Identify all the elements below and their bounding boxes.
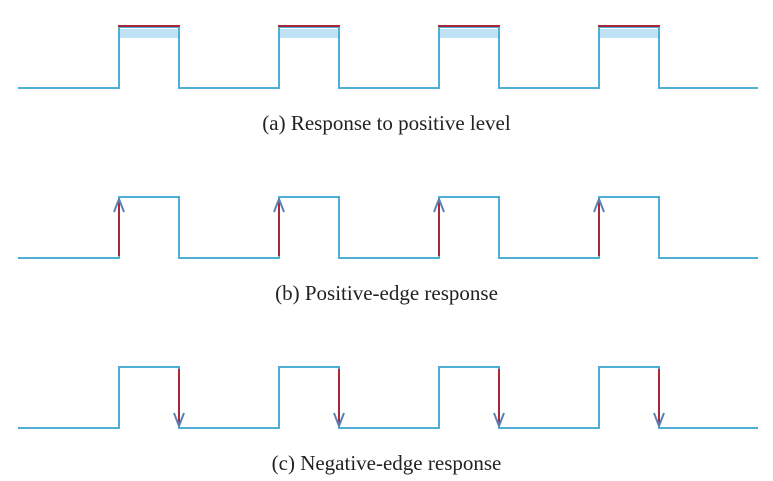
square-wave <box>18 196 758 259</box>
down-arrow-icon <box>653 412 665 427</box>
level-shade <box>280 29 338 38</box>
down-arrow-icon <box>173 412 185 427</box>
down-arrow-icon <box>493 412 505 427</box>
panel-a-level-response <box>18 25 758 89</box>
up-arrow-icon <box>593 198 605 213</box>
level-shade <box>120 29 178 38</box>
square-wave <box>18 366 758 429</box>
caption-positive-edge: (b) Positive-edge response <box>275 281 498 305</box>
up-arrow-icon <box>433 198 445 213</box>
panel-b-positive-edge-response <box>18 196 758 259</box>
level-shade <box>440 29 498 38</box>
level-shade <box>600 29 658 38</box>
caption-negative-edge: (c) Negative-edge response <box>271 451 502 475</box>
up-arrow-icon <box>113 198 125 213</box>
up-arrow-icon <box>273 198 285 213</box>
caption-positive-level: (a) Response to positive level <box>262 111 511 135</box>
panel-c-negative-edge-response <box>18 366 758 429</box>
down-arrow-icon <box>333 412 345 427</box>
